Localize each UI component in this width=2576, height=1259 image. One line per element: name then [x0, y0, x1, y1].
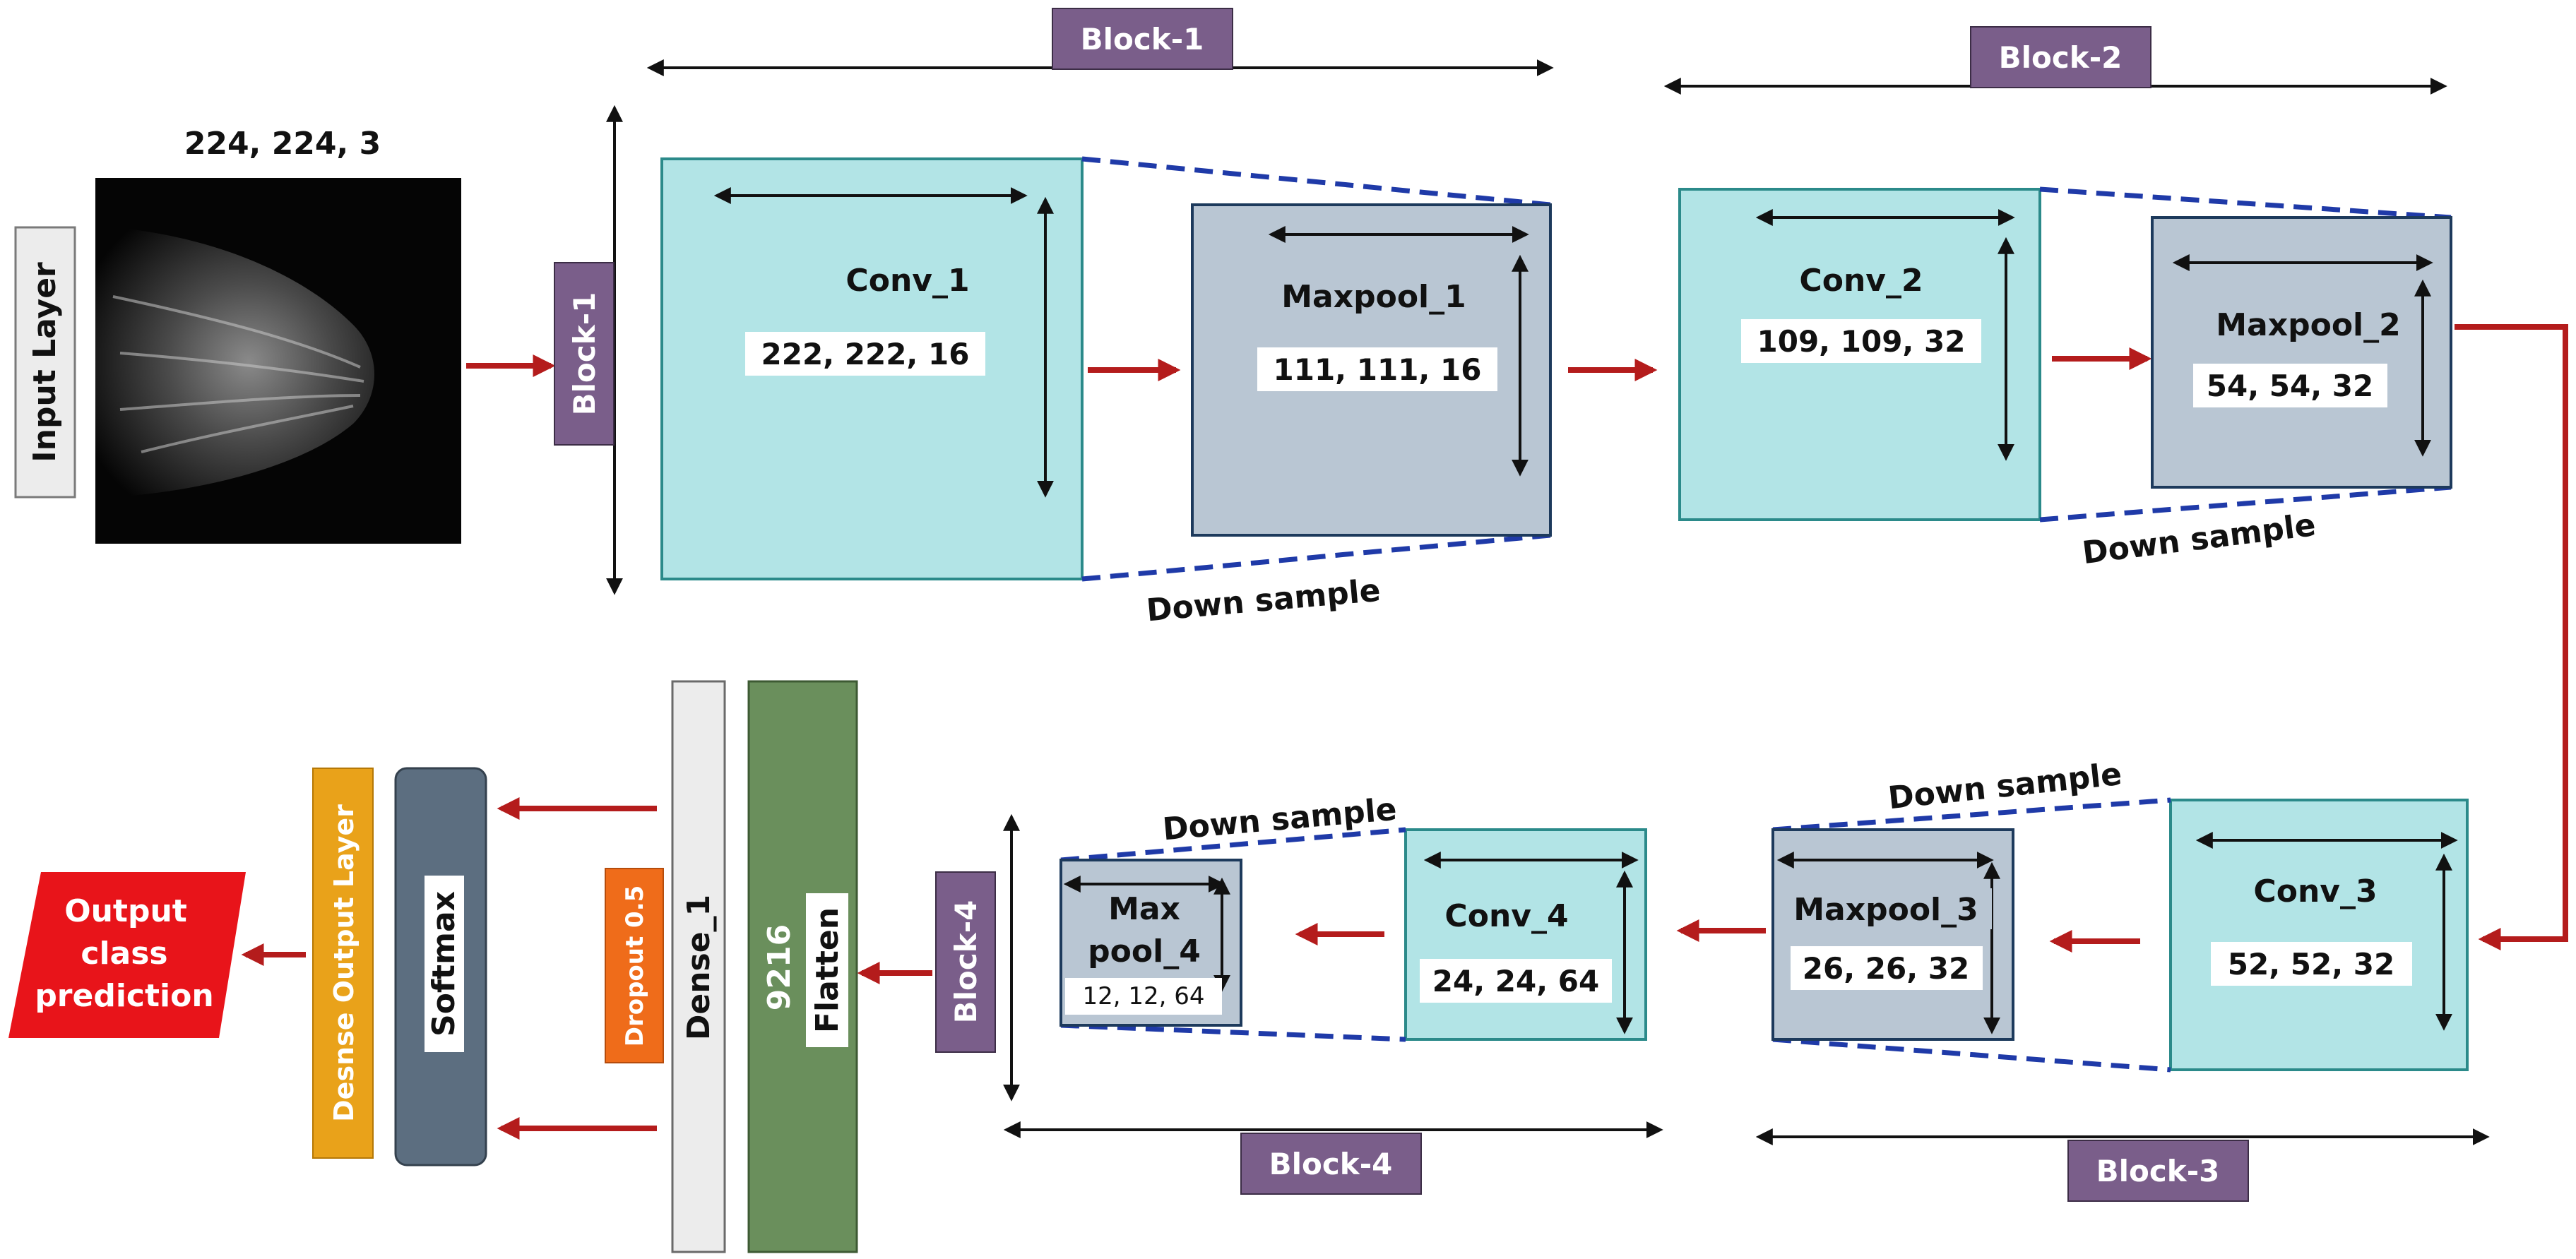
block-2-group: Block-2 Conv_2 109, 109, 32 Down sample …: [1663, 26, 2452, 571]
block2-top-tag-label: Block-2: [1999, 40, 2123, 75]
block4-side-tag-label: Block-4: [949, 900, 983, 1024]
maxpool4-label-line2: pool_4: [1088, 933, 1201, 969]
classifier-head: 9216 Flatten Dense_1 Dropout 0.5 Softmax…: [8, 680, 858, 1253]
maxpool4-dims: 12, 12, 64: [1082, 982, 1204, 1010]
input-dims: 224, 224, 3: [184, 126, 381, 162]
maxpool1-dims-bg: [1257, 347, 1497, 391]
maxpool2-dims: 54, 54, 32: [2207, 369, 2374, 403]
conv1-dims: 222, 222, 16: [761, 337, 970, 371]
downsample1-bottom-dash: [1081, 532, 1551, 582]
maxpool3-label: Maxpool_3: [1793, 892, 1978, 928]
flatten-label: Flatten: [809, 907, 845, 1033]
conv3-dims-bg: [2211, 942, 2412, 986]
block-4-group: Conv_4 24, 24, 64 Down sample Max pool_4…: [935, 792, 1663, 1195]
flatten-label-bg: [806, 893, 848, 1047]
dense1-box: [671, 680, 726, 1253]
conv4-dims-bg: [1420, 959, 1612, 1003]
maxpool3-dims: 26, 26, 32: [1803, 951, 1970, 986]
mammogram-fibres: [112, 295, 364, 453]
block1-top-tag-label: Block-1: [1081, 22, 1204, 56]
downsample4-top-dash: [1060, 827, 1406, 863]
input-layer-label: Input Layer: [27, 262, 63, 463]
block4-bottom-tag-label: Block-4: [1269, 1147, 1393, 1181]
softmax-label-bg: [425, 876, 464, 1052]
block1-top-tag: [1052, 8, 1233, 70]
conv2-dims-bg: [1741, 319, 1981, 363]
downsample1-top-dash: [1081, 156, 1551, 208]
output-line2: class: [81, 936, 167, 972]
conv4-label: Conv_4: [1444, 898, 1568, 934]
maxpool4-dims-bg: [1065, 978, 1222, 1015]
downsample2-bottom-dash: [2039, 484, 2452, 523]
maxpool3-dims-bg: [1791, 946, 1983, 990]
dense1-label: Dense_1: [681, 895, 717, 1040]
softmax-label: Softmax: [426, 891, 462, 1037]
block1-side-tag-label: Block-1: [567, 292, 602, 416]
block3-bottom-tag: [2067, 1140, 2249, 1202]
arrow-maxpool2-to-conv3: [2455, 324, 2568, 950]
maxpool3-label-bg: [1781, 888, 1992, 929]
maxpool1-dims: 111, 111, 16: [1274, 352, 1482, 387]
output-line1: Output: [64, 893, 187, 929]
conv3-dims: 52, 52, 32: [2228, 947, 2395, 981]
block-3-group: Conv_3 52, 52, 32 Down sample Maxpool_3 …: [1755, 756, 2490, 1202]
block-1-group: Block-1 Block-1 Conv_1 222, 222, 16 Down…: [554, 8, 1554, 629]
flatten-count: 9216: [761, 924, 797, 1010]
maxpool2-box: [2151, 216, 2452, 489]
downsample2-label: Down sample: [2080, 507, 2317, 571]
block3-bottom-tag-label: Block-3: [2096, 1154, 2220, 1188]
block1-side-tag: [554, 262, 615, 446]
conv3-label: Conv_3: [2253, 873, 2377, 909]
block4-side-tag: [935, 871, 996, 1053]
downsample3-top-dash: [1772, 797, 2171, 833]
block4-bottom-tag: [1240, 1133, 1422, 1195]
conv2-label: Conv_2: [1799, 263, 1923, 299]
maxpool1-label: Maxpool_1: [1281, 279, 1466, 315]
dropout-label: Dropout 0.5: [621, 885, 649, 1047]
block2-top-tag: [1970, 26, 2151, 88]
maxpool2-label: Maxpool_2: [2216, 307, 2401, 343]
dense-output-layer-box: [312, 768, 374, 1159]
input-layer-box: [14, 226, 76, 499]
conv2-dims: 109, 109, 32: [1757, 324, 1966, 359]
maxpool2-dims-bg: [2193, 364, 2387, 407]
downsample1-label: Down sample: [1145, 573, 1382, 629]
conv1-dims-bg: [745, 332, 985, 376]
downsample4-bottom-dash: [1060, 1022, 1406, 1042]
downsample3-bottom-dash: [1772, 1037, 2171, 1073]
dropout-box: [605, 868, 664, 1063]
downsample4-label: Down sample: [1161, 792, 1398, 848]
input-section: Input Layer 224, 224, 3: [14, 126, 461, 544]
maxpool2-label-bg: [2200, 300, 2412, 344]
downsample2-top-dash: [2039, 186, 2452, 220]
conv1-label: Conv_1: [845, 263, 969, 299]
flow-arrows: [241, 324, 2568, 1140]
maxpool4-label-line1: Max: [1108, 891, 1180, 927]
mammogram-tissue: [95, 226, 374, 498]
conv4-dims: 24, 24, 64: [1432, 964, 1600, 998]
output-prediction-box: [8, 872, 246, 1038]
output-line3: prediction: [35, 978, 213, 1014]
dense-output-layer-label: Desnse Output Layer: [328, 804, 360, 1122]
